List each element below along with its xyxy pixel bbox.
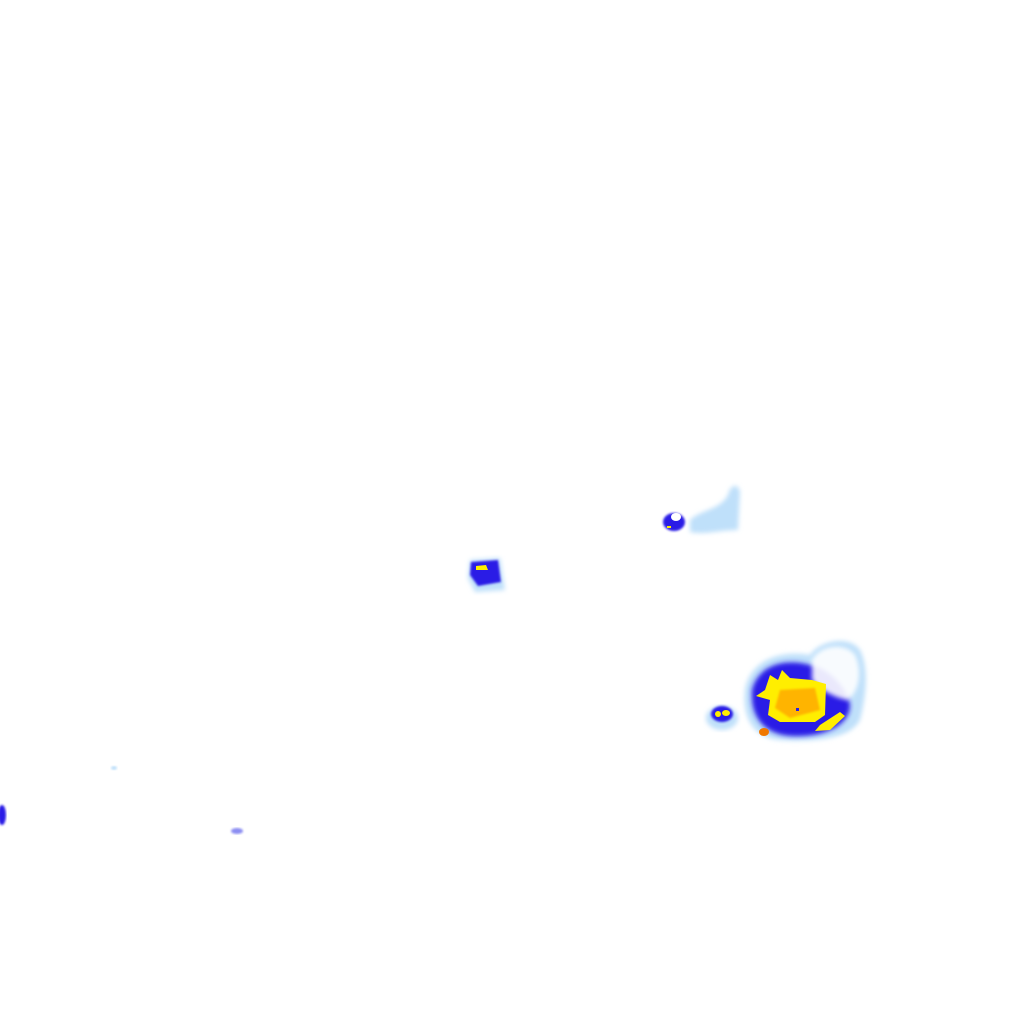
storm-cell-large (706, 640, 866, 741)
storm-cell-small (468, 558, 505, 592)
rain-band (663, 485, 740, 533)
scattered-echoes (0, 766, 243, 834)
